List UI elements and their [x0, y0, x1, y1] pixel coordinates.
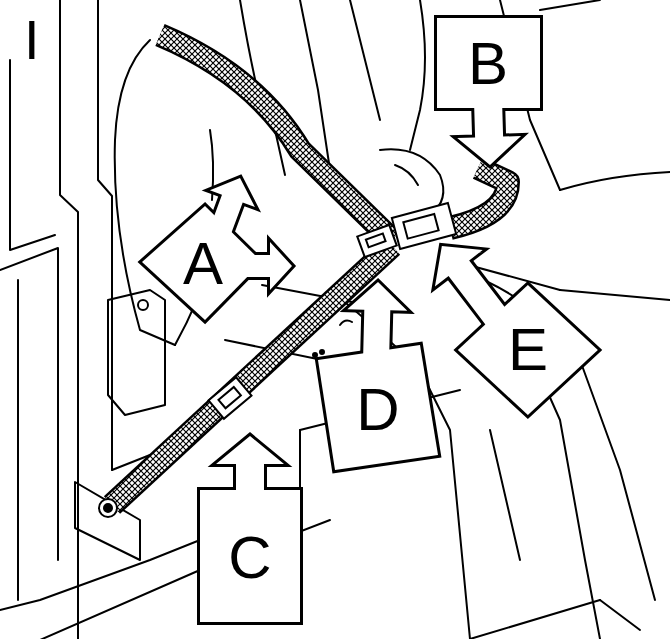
callout-fill: [435, 246, 510, 330]
callout-arrow: D: [314, 278, 442, 474]
callout-fill: [437, 18, 540, 108]
callout-letter: A: [183, 234, 223, 294]
callout-fill: [318, 345, 438, 470]
callout-fill: [200, 490, 300, 622]
callout-fill: [210, 178, 255, 236]
callout-border: [210, 178, 255, 236]
callout-fill: [347, 282, 407, 362]
callout-outline: [314, 278, 442, 474]
callout-border: [435, 246, 510, 330]
callout-letter: D: [356, 380, 399, 440]
callout-fill: [216, 436, 284, 495]
callout-arrow: E: [431, 242, 602, 419]
callout-arrow: B: [433, 14, 544, 169]
callout-letter: C: [228, 528, 271, 588]
callout-fill: [457, 100, 521, 165]
callout-border: [216, 436, 284, 495]
callout-letter: E: [508, 320, 548, 380]
callout-border: [437, 18, 540, 108]
callout-arrow: C: [196, 432, 304, 626]
callout-border: [318, 345, 438, 470]
callout-fill: [240, 242, 292, 290]
callout-border: [200, 490, 300, 622]
callout-border: [457, 100, 521, 165]
callout-letter: B: [468, 34, 508, 94]
callout-arrow: A: [138, 174, 296, 324]
figure-number: I: [24, 12, 40, 68]
